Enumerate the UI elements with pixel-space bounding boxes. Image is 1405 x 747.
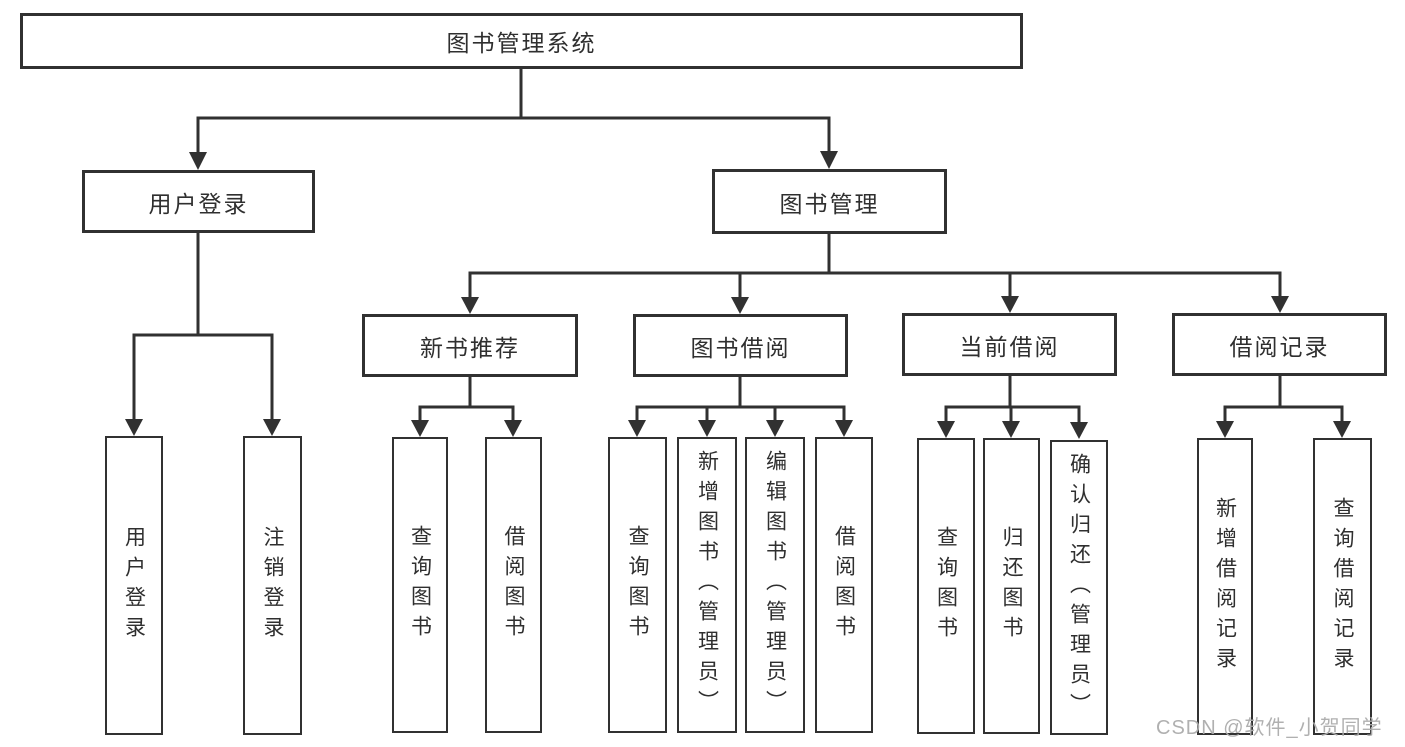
leaf-borrow-books: 借阅图书 (815, 437, 873, 733)
leaf-return-books: 归还图书 (983, 438, 1040, 734)
node-label: 图书管理系统 (446, 30, 597, 56)
node-book-borrowing: 图书借阅 (633, 314, 848, 377)
leaf-add-borrow-record: 新增借阅记录 (1197, 438, 1253, 735)
node-label: 图书管理 (779, 190, 880, 217)
leaf-label: 编辑图书（管理员） (763, 450, 787, 720)
leaf-query-books-current: 查询图书 (917, 438, 975, 734)
leaf-label: 查询图书 (626, 525, 649, 645)
node-user-login: 用户登录 (82, 170, 315, 233)
node-new-book-recommendation: 新书推荐 (362, 314, 578, 377)
node-label: 借阅记录 (1229, 333, 1330, 360)
leaf-label: 借阅图书 (832, 525, 856, 645)
node-label: 用户登录 (148, 190, 249, 217)
leaf-label: 查询图书 (408, 525, 432, 645)
leaf-label: 用户登录 (122, 525, 146, 646)
leaf-label: 借阅图书 (502, 525, 525, 645)
node-label: 新书推荐 (420, 334, 520, 361)
leaf-query-books-recommend: 查询图书 (392, 437, 448, 733)
leaf-label: 新增图书（管理员） (695, 450, 719, 720)
leaf-query-borrow-record: 查询借阅记录 (1313, 438, 1372, 735)
leaf-query-books-borrowing: 查询图书 (608, 437, 667, 733)
csdn-watermark: CSDN @软件_小贺同学 (1156, 717, 1383, 739)
leaf-add-books-admin: 新增图书（管理员） (677, 437, 737, 733)
leaf-borrow-books-recommend: 借阅图书 (485, 437, 542, 733)
leaf-confirm-return-admin: 确认归还（管理员） (1050, 440, 1108, 735)
leaf-user-login: 用户登录 (105, 436, 163, 735)
node-book-management: 图书管理 (712, 169, 947, 234)
leaf-label: 查询借阅记录 (1331, 496, 1354, 677)
node-label: 图书借阅 (690, 334, 791, 361)
leaf-edit-books-admin: 编辑图书（管理员） (745, 437, 805, 733)
leaf-label: 注销登录 (261, 525, 284, 646)
node-current-borrowing: 当前借阅 (902, 313, 1117, 376)
leaf-logout: 注销登录 (243, 436, 302, 735)
node-library-management-system: 图书管理系统 (20, 13, 1023, 69)
node-label: 当前借阅 (959, 333, 1060, 360)
leaf-label: 查询图书 (934, 526, 958, 646)
leaf-label: 确认归还（管理员） (1067, 452, 1091, 723)
leaf-label: 新增借阅记录 (1213, 496, 1237, 677)
leaf-label: 归还图书 (1000, 526, 1023, 646)
node-borrowing-records: 借阅记录 (1172, 313, 1387, 376)
